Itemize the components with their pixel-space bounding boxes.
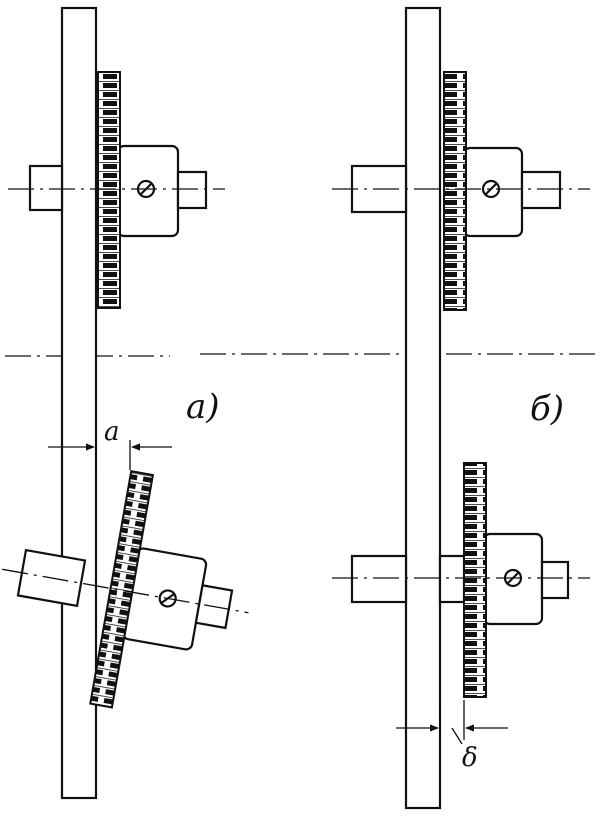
gear-a-lower — [89, 470, 155, 709]
shaft-right-b-lower — [540, 560, 570, 600]
hub-b-upper — [462, 146, 524, 238]
upper-assembly-a — [8, 71, 225, 309]
plate-a — [60, 6, 98, 800]
shaft-right-a-upper — [176, 170, 208, 210]
shaft-left-a-upper — [28, 164, 64, 212]
dimension-delta-label: δ — [462, 743, 478, 773]
dimension-a: a — [48, 417, 172, 470]
shaft-left-b-lower — [350, 554, 408, 604]
panel-a: a a) — [2, 6, 249, 800]
lower-assembly-b — [332, 462, 590, 698]
plate-b — [404, 6, 442, 810]
gear-b-upper — [443, 71, 467, 311]
panel-b: δ б) — [332, 6, 590, 810]
shaft-mid-b-lower — [438, 554, 466, 604]
dimension-a-label: a — [104, 417, 120, 447]
hub-a-upper — [116, 144, 180, 238]
screw-a-lower — [158, 589, 177, 608]
dimension-delta: δ — [396, 700, 508, 773]
gear-b-lower — [463, 462, 487, 698]
upper-assembly-b — [332, 71, 590, 311]
shaft-right-b-upper — [520, 170, 562, 210]
screw-b-upper — [481, 179, 501, 199]
panel-a-label: a) — [186, 387, 220, 427]
lower-assembly-a — [2, 470, 249, 709]
screw-b-lower — [503, 568, 523, 588]
axis-line-a-lower — [2, 568, 249, 614]
panel-b-label: б) — [530, 389, 564, 429]
screw-a-upper — [136, 179, 156, 199]
gear-a-upper — [97, 71, 121, 309]
